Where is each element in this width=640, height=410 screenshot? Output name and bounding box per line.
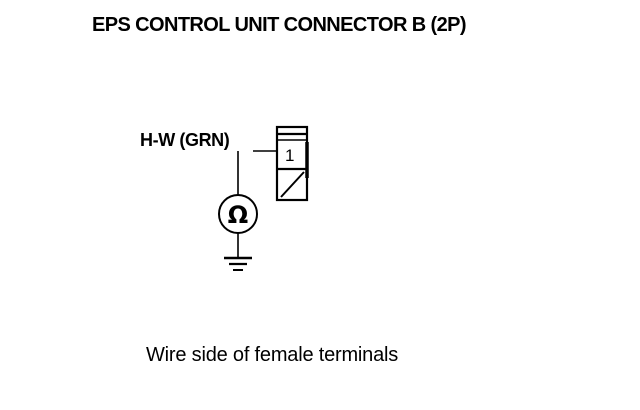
- connector-housing: [275, 125, 309, 202]
- pin-1-label: 1: [285, 146, 294, 165]
- wire-color-label: H-W (GRN): [140, 130, 230, 150]
- diagram-caption: Wire side of female terminals: [146, 344, 399, 366]
- ground-icon: [224, 256, 252, 271]
- diagram-title: EPS CONTROL UNIT CONNECTOR B (2P): [92, 14, 467, 36]
- ohmmeter: Ω: [218, 194, 258, 234]
- ohm-symbol: Ω: [228, 201, 248, 229]
- pin-2-hatch: [280, 171, 305, 198]
